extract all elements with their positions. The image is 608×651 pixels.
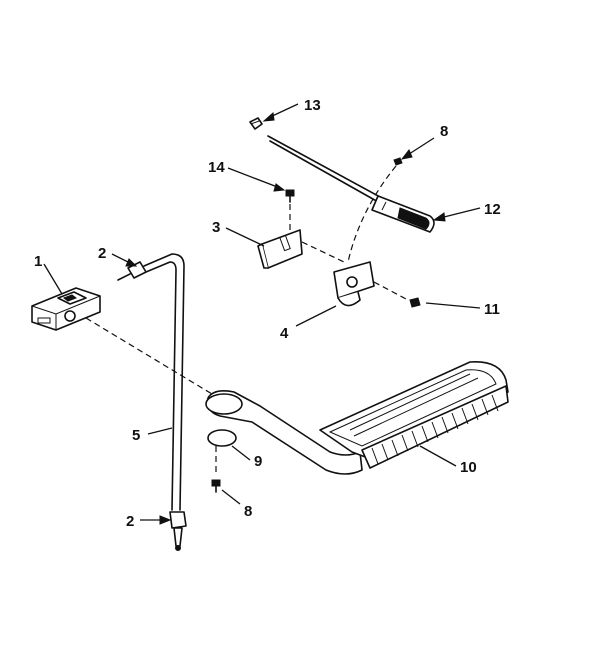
leader-10 [419, 445, 457, 467]
leader-4 [295, 305, 337, 327]
leader-8-lower [221, 489, 241, 505]
leader-1 [43, 263, 63, 295]
leader-2-upper [111, 253, 138, 267]
leader-9 [231, 445, 251, 461]
callout-5: 5 [132, 427, 140, 444]
part-9-washer [207, 429, 237, 447]
part-8-screw-upper [393, 157, 403, 166]
part-10-burner [205, 361, 509, 475]
leader-5 [147, 427, 173, 435]
callout-8-upper: 8 [440, 123, 448, 140]
part-11-screw [409, 297, 421, 308]
callout-10: 10 [460, 459, 477, 476]
part-3-bracket [257, 229, 303, 269]
callout-9: 9 [254, 453, 262, 470]
part-5-tube [143, 253, 185, 511]
leader-11 [425, 302, 481, 309]
leader-2-lower [140, 515, 172, 525]
part-1-valve [31, 287, 101, 331]
part-12-igniter [267, 135, 435, 233]
callout-2-lower: 2 [126, 513, 134, 530]
callout-12: 12 [484, 201, 501, 218]
callout-2-upper: 2 [98, 245, 106, 262]
leader-14 [227, 167, 286, 192]
part-13-screw [249, 117, 263, 130]
callout-1: 1 [34, 253, 42, 270]
callout-4: 4 [280, 325, 289, 342]
callout-14: 14 [208, 159, 225, 176]
callout-13: 13 [304, 97, 321, 114]
callout-8-lower: 8 [244, 503, 252, 520]
part-4-bracket [333, 261, 375, 307]
leader-3 [225, 227, 265, 247]
leader-12 [432, 207, 481, 222]
leader-8-upper [400, 137, 435, 160]
part-2-fitting-lower [169, 511, 187, 551]
leader-13 [262, 103, 299, 122]
part-8-screw-lower [211, 479, 221, 493]
callout-11: 11 [484, 301, 500, 318]
part-14-screw [285, 189, 295, 203]
callout-3: 3 [212, 219, 220, 236]
